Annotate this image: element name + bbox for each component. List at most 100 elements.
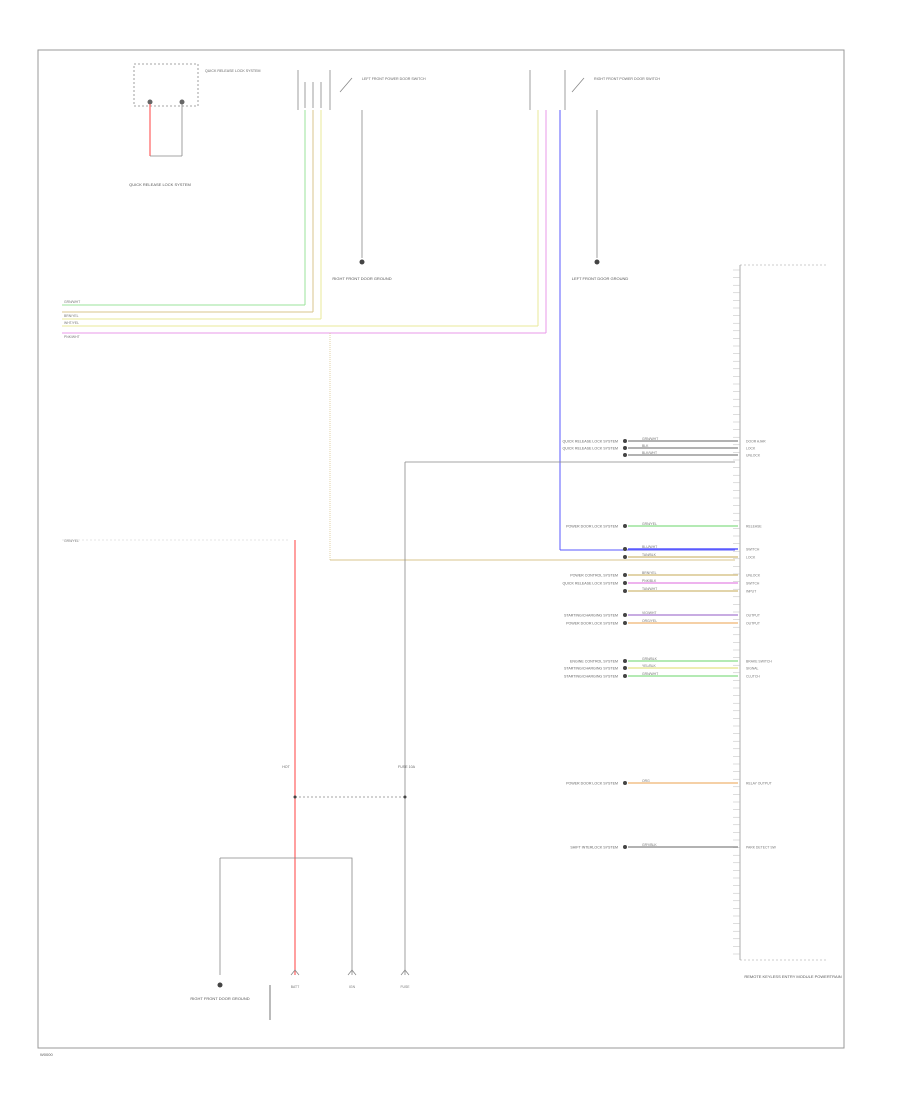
connector-row-pin: LOCK bbox=[746, 555, 756, 559]
left-wire-3: WHT/YEL bbox=[64, 321, 79, 325]
connector-row-label: POWER CONTROL SYSTEM bbox=[570, 573, 618, 577]
connector-row: ENGINE CONTROL SYSTEM GRN/BLK BRAKE SWITCH bbox=[570, 657, 772, 664]
connector-row-pin: PARK DETECT SW bbox=[746, 845, 777, 849]
connector-row: STARTING/CHARGING SYSTEM YEL/BLK SIGNAL bbox=[564, 664, 759, 671]
connector-row-wire: GRN/WHT bbox=[642, 672, 658, 676]
diagram-frame bbox=[37, 49, 845, 1049]
connector-row-wire: BLK bbox=[642, 444, 649, 448]
connector-row-pin: UNLOCK bbox=[746, 453, 761, 457]
left-wire-4: PNK/WHT bbox=[64, 335, 80, 339]
connector-dot bbox=[623, 589, 627, 593]
connector-row-label: QUICK RELEASE LOCK SYSTEM bbox=[562, 446, 618, 450]
module-title: REMOTE KEYLESS ENTRY MODULE POWERTRAIN bbox=[744, 974, 841, 979]
connector-row-wire: PNK/BLK bbox=[642, 579, 657, 583]
connector-dot bbox=[623, 446, 627, 450]
connector-row-wire: TAN/WHT bbox=[642, 587, 657, 591]
ground-top-right-label: LEFT FRONT DOOR GROUND bbox=[572, 276, 629, 281]
ground-bottom-left-label: RIGHT FRONT DOOR GROUND bbox=[190, 996, 249, 1001]
connector-row: QUICK RELEASE LOCK SYSTEM PNK/BLK SWITCH bbox=[562, 579, 759, 586]
connector-dot bbox=[623, 659, 627, 663]
right-front-door-switch: RIGHT FRONT POWER DOOR SWITCH LEFT FRONT… bbox=[529, 70, 660, 550]
bottom-label-batt: BATT bbox=[291, 985, 299, 989]
connector-dot bbox=[623, 547, 627, 551]
connector-row-pin: INPUT bbox=[746, 589, 756, 593]
connector-row-pin: CLUTCH bbox=[746, 674, 760, 678]
connector-row-pin: UNLOCK bbox=[746, 573, 761, 577]
connector-dot bbox=[623, 845, 627, 849]
quick-release-side-label: QUICK RELEASE LOCK SYSTEM bbox=[205, 69, 261, 73]
connector-row: POWER DOOR LOCK SYSTEM GRN/YEL RELEASE bbox=[566, 522, 762, 529]
module-connector: REMOTE KEYLESS ENTRY MODULE POWERTRAIN bbox=[733, 264, 842, 979]
connector-row: BLU/WHT SWITCH bbox=[623, 545, 760, 551]
left-front-door-switch: LEFT FRONT POWER DOOR SWITCH RIGHT FRONT… bbox=[297, 70, 426, 319]
connector-row-wire: GRN/BLK bbox=[642, 657, 658, 661]
connector-row-label: SHIFT INTERLOCK SYSTEM bbox=[570, 845, 618, 849]
left-wire-1: GRN/WHT bbox=[64, 300, 80, 304]
left-wire-2: BRN/YEL bbox=[64, 314, 79, 318]
connector-dot bbox=[623, 613, 627, 617]
connector-row-pin: RELAY OUTPUT bbox=[746, 781, 772, 785]
connector-row-pin: LOCK bbox=[746, 446, 756, 450]
connector-row: TAN/BLK LOCK bbox=[623, 553, 756, 559]
connector-dot bbox=[623, 666, 627, 670]
connector-row-pin: SWITCH bbox=[746, 547, 760, 551]
connector-row-wire: YEL/BLK bbox=[642, 664, 656, 668]
connector-row-wire: BLK/WHT bbox=[642, 451, 657, 455]
right-front-door-label: RIGHT FRONT POWER DOOR SWITCH bbox=[594, 77, 660, 81]
connector-row: QUICK RELEASE LOCK SYSTEM BLK LOCK bbox=[562, 444, 756, 451]
connector-row-label: POWER DOOR LOCK SYSTEM bbox=[566, 524, 618, 528]
connector-row-wire: BLU/WHT bbox=[642, 545, 657, 549]
connector-row: QUICK RELEASE LOCK SYSTEM GRN/WHT DOOR AJA… bbox=[562, 437, 766, 444]
left-wire-bus: GRN/WHT BRN/YEL WHT/YEL PNK/WHT bbox=[62, 300, 546, 339]
connector-row-wire: TAN/BLK bbox=[642, 553, 657, 557]
connector-row-label: STARTING/CHARGING SYSTEM bbox=[564, 666, 618, 670]
connector-dot bbox=[623, 439, 627, 443]
connector-row-pin: OUTPUT bbox=[746, 613, 760, 617]
connector-row-pin: SIGNAL bbox=[746, 666, 759, 670]
connector-dot bbox=[623, 524, 627, 528]
connector-dot bbox=[623, 573, 627, 577]
connector-row-wire: GRN/WHT bbox=[642, 437, 658, 441]
connector-row: POWER DOOR LOCK SYSTEM ORG RELAY OUTPUT bbox=[566, 779, 772, 786]
connector-dot bbox=[623, 581, 627, 585]
connector-row: POWER DOOR LOCK SYSTEM ORG/YEL OUTPUT bbox=[566, 619, 760, 626]
bottom-label-fuse: FUSE bbox=[400, 985, 410, 989]
connector-row-wire: ORG bbox=[642, 779, 650, 783]
red-wire-circuit: GRN/YEL HOT FUSE 10A RIGHT FRONT DOOR GR… bbox=[62, 539, 416, 1020]
fuse-label: FUSE 10A bbox=[398, 765, 416, 769]
connector-row-label: ENGINE CONTROL SYSTEM bbox=[570, 659, 618, 663]
connector-dot bbox=[623, 621, 627, 625]
connector-row-label: QUICK RELEASE LOCK SYSTEM bbox=[562, 581, 618, 585]
connector-dot bbox=[623, 674, 627, 678]
connector-row: STARTING/CHARGING SYSTEM GRN/WHT CLUTCH bbox=[564, 672, 760, 679]
connector-row-pin: OUTPUT bbox=[746, 621, 760, 625]
connector-row-label: QUICK RELEASE LOCK SYSTEM bbox=[562, 439, 618, 443]
connector-row-label: POWER DOOR LOCK SYSTEM bbox=[566, 781, 618, 785]
connector-row-pin: SWITCH bbox=[746, 581, 760, 585]
connector-dot bbox=[623, 555, 627, 559]
connector-row-pin: RELEASE bbox=[746, 524, 762, 528]
connector-row-label: STARTING/CHARGING SYSTEM bbox=[564, 674, 618, 678]
connector-row-wire: BRN/YEL bbox=[642, 571, 657, 575]
connector-row-pin: DOOR AJAR bbox=[746, 439, 766, 443]
connector-row: SHIFT INTERLOCK SYSTEM GRY/BLK PARK DETECT… bbox=[570, 843, 776, 850]
footer-code: W0000 bbox=[40, 1052, 53, 1057]
connector-dot bbox=[623, 453, 627, 457]
connector-row-wire: ORG/YEL bbox=[642, 619, 657, 623]
left-front-door-label: LEFT FRONT POWER DOOR SWITCH bbox=[362, 77, 426, 81]
quick-release-label: QUICK RELEASE LOCK SYSTEM bbox=[129, 182, 191, 187]
connector-row: POWER CONTROL SYSTEM BRN/YEL UNLOCK bbox=[570, 571, 761, 578]
connector-rows: QUICK RELEASE LOCK SYSTEM GRN/WHT DOOR AJA… bbox=[562, 437, 776, 850]
connector-row-pin: BRAKE SWITCH bbox=[746, 659, 772, 663]
connector-row-label: POWER DOOR LOCK SYSTEM bbox=[566, 621, 618, 625]
connector-row: BLK/WHT UNLOCK bbox=[623, 451, 761, 457]
connector-row: TAN/WHT INPUT bbox=[623, 587, 756, 593]
quick-release-component: QUICK RELEASE LOCK SYSTEM QUICK RELEASE … bbox=[129, 63, 261, 187]
ground-top-left-label: RIGHT FRONT DOOR GROUND bbox=[332, 276, 391, 281]
connector-row-wire: GRN/YEL bbox=[642, 522, 657, 526]
connector-row-wire: VIO/WHT bbox=[642, 611, 657, 615]
connector-row-wire: GRY/BLK bbox=[642, 843, 657, 847]
